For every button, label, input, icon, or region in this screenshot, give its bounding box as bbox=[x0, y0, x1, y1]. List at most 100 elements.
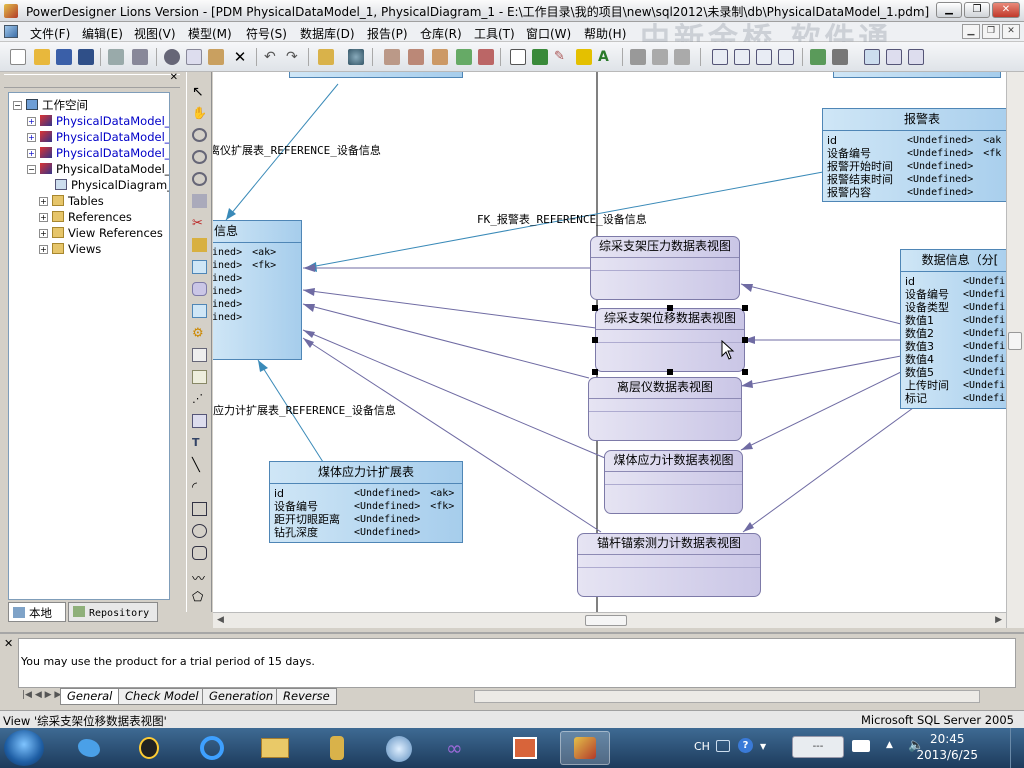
copy-icon[interactable] bbox=[186, 49, 202, 65]
layout3-icon[interactable] bbox=[756, 49, 772, 65]
restore-button[interactable]: ❐ bbox=[964, 2, 990, 18]
taskbar-app-powerdesigner[interactable] bbox=[560, 731, 610, 765]
tab-generation[interactable]: Generation bbox=[202, 688, 281, 705]
tree-model-2[interactable]: +PhysicalDataModel_1 bbox=[27, 130, 170, 144]
view-reference-line[interactable] bbox=[302, 337, 602, 533]
tree-root[interactable]: −工作空间 bbox=[13, 98, 88, 112]
tab-local[interactable]: 本地 bbox=[8, 602, 66, 622]
output-close-icon[interactable]: ✕ bbox=[4, 637, 14, 650]
fill-icon[interactable] bbox=[576, 49, 592, 65]
view-bolt-cable-dynamometer[interactable]: 锚杆锚索测力计数据表视图 bbox=[577, 533, 761, 597]
table-tool-icon[interactable] bbox=[192, 260, 207, 274]
delete-icon[interactable]: ✕ bbox=[233, 48, 247, 66]
menu-edit[interactable]: 编辑(E) bbox=[82, 27, 123, 41]
horizontal-scrollbar[interactable]: ◀ ▶ bbox=[213, 612, 1006, 628]
diagram-canvas[interactable]: 报警表 id<Undefined><ak 设备编号<Undefined><fk … bbox=[213, 72, 1006, 612]
merge-icon[interactable] bbox=[478, 49, 494, 65]
menu-help[interactable]: 帮助(H) bbox=[584, 27, 627, 41]
taskbar-app-infinity[interactable]: ∞ bbox=[436, 731, 486, 765]
tree-folder-view-references[interactable]: +View References bbox=[39, 226, 163, 240]
reference-line[interactable] bbox=[304, 171, 824, 269]
redo-icon[interactable]: ↷ bbox=[286, 49, 298, 65]
view-reference-line[interactable] bbox=[742, 407, 914, 533]
undo-icon[interactable]: ↶ bbox=[264, 49, 276, 65]
view-reference-line[interactable] bbox=[302, 289, 597, 329]
clock[interactable]: 20:45 2013/6/25 bbox=[916, 731, 978, 763]
plug-icon[interactable] bbox=[852, 740, 870, 752]
tray-expand-icon[interactable]: ▼ bbox=[760, 742, 767, 751]
tab-check-model[interactable]: Check Model bbox=[118, 688, 206, 705]
close-button[interactable]: ✕ bbox=[992, 2, 1020, 18]
volume-icon[interactable]: 🔈 bbox=[908, 738, 925, 753]
zoom-window-icon[interactable] bbox=[864, 49, 880, 65]
table-icon[interactable] bbox=[908, 49, 924, 65]
menu-file[interactable]: 文件(F) bbox=[30, 27, 71, 41]
document-icon[interactable] bbox=[4, 25, 18, 38]
font-icon[interactable]: A bbox=[598, 49, 609, 65]
rectangle-icon[interactable] bbox=[510, 49, 526, 65]
tree-diagram[interactable]: PhysicalDiagram_1 bbox=[55, 178, 169, 193]
tab-reverse[interactable]: Reverse bbox=[276, 688, 337, 705]
view-separation-meter[interactable]: 离层仪数据表视图 bbox=[588, 377, 742, 441]
note-icon[interactable] bbox=[192, 370, 207, 384]
model-icon[interactable] bbox=[348, 49, 364, 65]
table-data-info[interactable]: 数据信息（分[ id<Undefi 设备编号<Undefi 设备类型<Undef… bbox=[900, 249, 1006, 409]
cut-icon[interactable] bbox=[164, 49, 180, 65]
zoom-in-icon[interactable] bbox=[192, 128, 207, 142]
title-icon[interactable] bbox=[192, 414, 207, 428]
taskbar-app-presentation[interactable] bbox=[500, 731, 550, 765]
vertical-scrollbar[interactable] bbox=[1006, 72, 1024, 628]
tree-model-1[interactable]: +PhysicalDataModel_1 bbox=[27, 114, 170, 128]
layout2-icon[interactable] bbox=[734, 49, 750, 65]
compare-icon[interactable] bbox=[456, 49, 472, 65]
taskbar-app-globe[interactable] bbox=[374, 731, 424, 765]
scroll-thumb[interactable] bbox=[585, 615, 627, 626]
rectangle-tool-icon[interactable] bbox=[192, 502, 207, 516]
tray-arrow-icon[interactable]: ▲ bbox=[886, 740, 893, 750]
file-icon[interactable] bbox=[192, 348, 207, 362]
reverse-icon[interactable] bbox=[432, 49, 448, 65]
menu-view[interactable]: 视图(V) bbox=[134, 27, 176, 41]
generate-icon[interactable] bbox=[408, 49, 424, 65]
new-icon[interactable] bbox=[10, 49, 26, 65]
save-icon[interactable] bbox=[56, 49, 72, 65]
ime-toolbar[interactable]: --- bbox=[792, 736, 844, 758]
view-reference-line[interactable] bbox=[740, 355, 902, 387]
language-indicator[interactable]: CH bbox=[694, 740, 710, 753]
reference-tool-icon[interactable] bbox=[192, 304, 207, 318]
table-alarm[interactable]: 报警表 id<Undefined><ak 设备编号<Undefined><fk … bbox=[822, 108, 1006, 202]
tool-icon[interactable] bbox=[810, 49, 826, 65]
selection-handle[interactable] bbox=[592, 337, 598, 343]
polyline-icon[interactable]: 〰 bbox=[192, 572, 206, 587]
print-preview-icon[interactable] bbox=[108, 49, 124, 65]
taskbar-app-qq[interactable] bbox=[124, 731, 174, 765]
table-device-info[interactable]: 信息 ined><ak> ined><fk> ined> ined> ined>… bbox=[213, 220, 302, 360]
grabber-icon[interactable]: ✋ bbox=[192, 106, 207, 120]
check-icon[interactable] bbox=[384, 49, 400, 65]
view-coal-stress[interactable]: 煤体应力计数据表视图 bbox=[604, 450, 743, 514]
view-reference-line[interactable] bbox=[740, 283, 902, 325]
pen-icon[interactable]: ✎ bbox=[554, 49, 565, 64]
tool2-icon[interactable] bbox=[832, 49, 848, 65]
pointer-icon[interactable]: ↖ bbox=[192, 84, 204, 100]
grid-icon[interactable] bbox=[886, 49, 902, 65]
view-reference-line[interactable] bbox=[302, 303, 590, 379]
tree-model-4[interactable]: −PhysicalDataModel_1 bbox=[27, 162, 170, 176]
table-coal-stress-ext[interactable]: 煤体应力计扩展表 id<Undefined><ak> 设备编号<Undefine… bbox=[269, 461, 463, 543]
zoom-out-icon[interactable] bbox=[192, 150, 207, 164]
text-tool-icon[interactable]: T bbox=[192, 436, 200, 449]
mdi-restore-button[interactable]: ❐ bbox=[982, 24, 1000, 39]
selection-handle[interactable] bbox=[742, 337, 748, 343]
selection-handle[interactable] bbox=[742, 305, 748, 311]
start-button[interactable] bbox=[4, 730, 44, 766]
arc-icon[interactable]: ◜ bbox=[192, 480, 198, 495]
tree-folder-references[interactable]: +References bbox=[39, 210, 132, 224]
link-icon[interactable]: ⋰ bbox=[192, 392, 203, 405]
tab-repository[interactable]: Repository bbox=[68, 602, 158, 622]
line-icon[interactable]: ╲ bbox=[192, 458, 200, 473]
scroll-left-icon[interactable]: ◀ bbox=[217, 615, 224, 625]
ellipse-icon[interactable] bbox=[192, 524, 207, 538]
package-icon[interactable] bbox=[192, 238, 207, 252]
back-icon[interactable] bbox=[652, 49, 668, 65]
table-clipped-top[interactable] bbox=[289, 72, 463, 78]
